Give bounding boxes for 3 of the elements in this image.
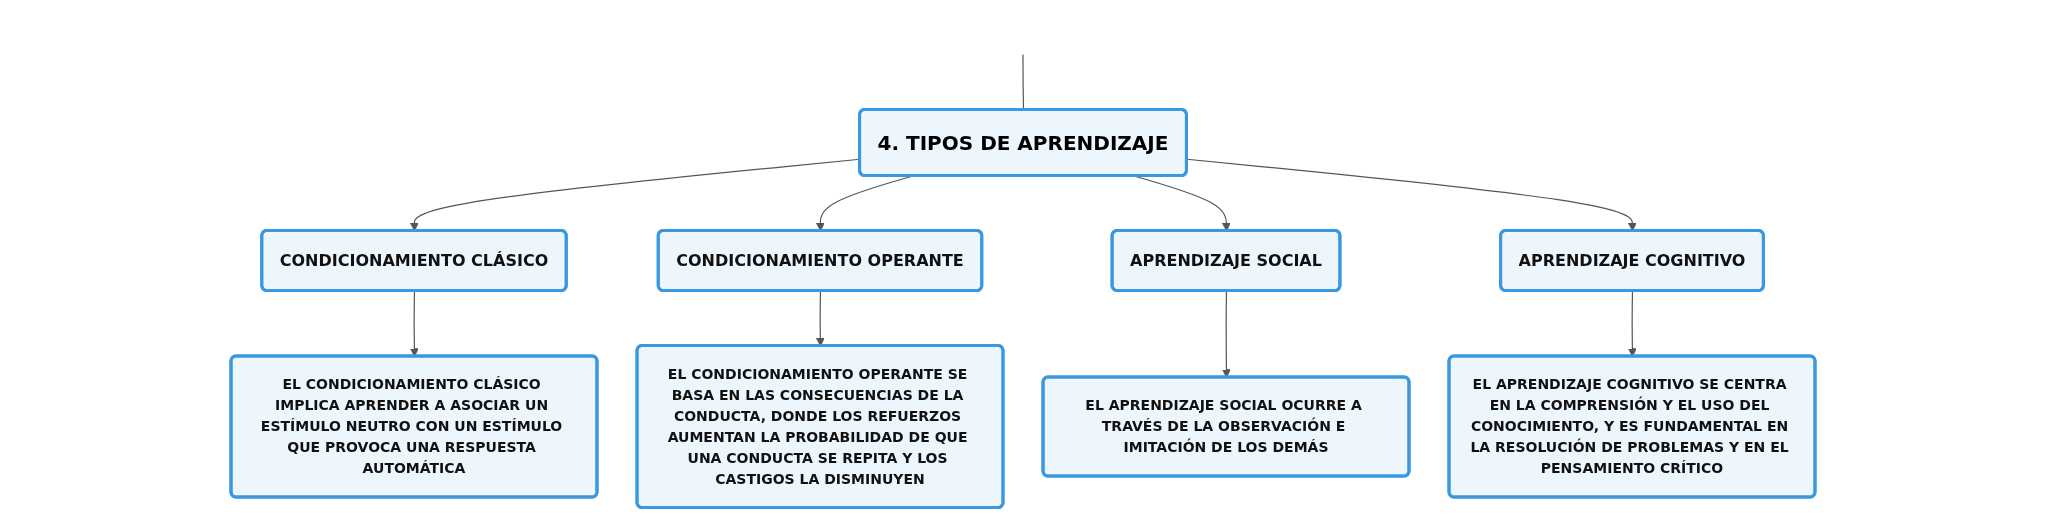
arrow: [410, 290, 419, 357]
arrow: [1628, 290, 1637, 357]
arrow: [1222, 290, 1231, 378]
